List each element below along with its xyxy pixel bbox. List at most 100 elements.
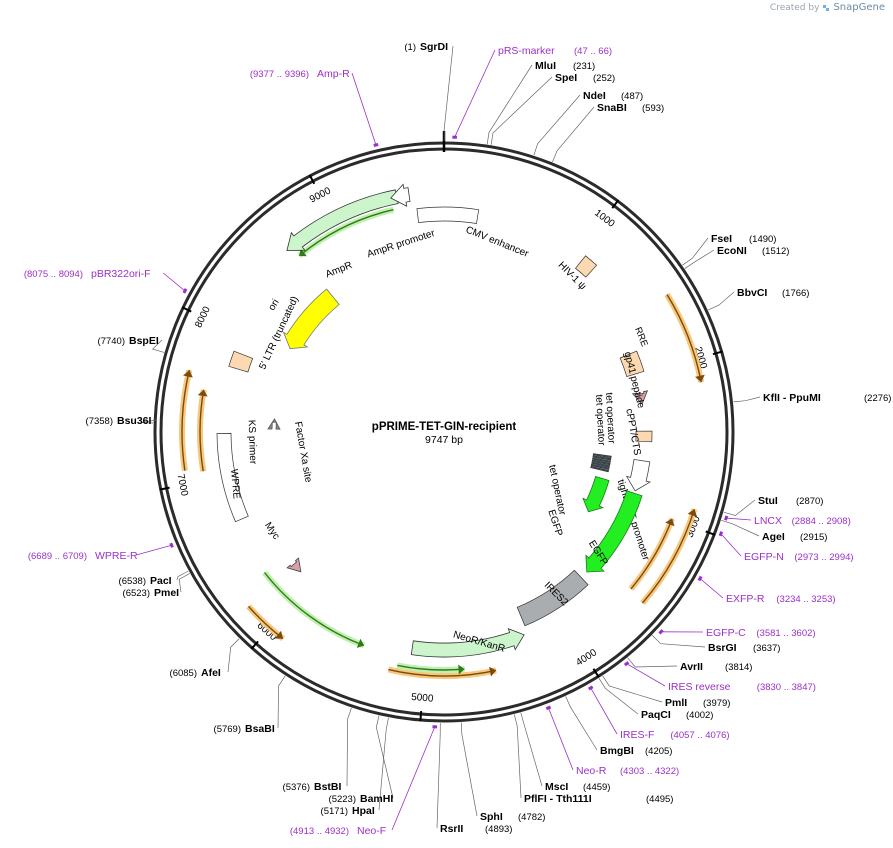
site-position: (7740) bbox=[98, 336, 125, 347]
restriction-sites[interactable]: (1)SgrDI MluI(231)SpeI(252)NdeI(487)SnaBI… bbox=[86, 41, 892, 835]
tick-mark bbox=[181, 306, 192, 313]
factor-xa-site-feature[interactable] bbox=[267, 418, 281, 430]
restriction-site[interactable]: MscI(4459) bbox=[520, 712, 611, 793]
primer-leader-line bbox=[391, 726, 436, 831]
restriction-site[interactable]: FseI(1490) bbox=[682, 233, 777, 266]
ampr-label: AmpR bbox=[324, 260, 354, 281]
ampr-feature[interactable] bbox=[286, 189, 399, 252]
restriction-site[interactable]: (5376)BstBI bbox=[283, 707, 352, 793]
primer[interactable]: pRS-marker (47 .. 66) bbox=[452, 45, 612, 139]
tet-operator-repeat[interactable] bbox=[590, 465, 610, 473]
egfp-outer-feature[interactable] bbox=[585, 490, 643, 573]
site-name: BmgBI bbox=[600, 745, 634, 757]
restriction-site[interactable]: (7358)Bsu36I bbox=[86, 415, 157, 427]
ires2-feature[interactable] bbox=[516, 569, 589, 627]
green-arc-line bbox=[263, 572, 365, 647]
site-name: PmeI bbox=[154, 587, 179, 599]
restriction-site[interactable]: AvrII(3814) bbox=[627, 657, 753, 673]
site-position: (6523) bbox=[123, 588, 150, 599]
tet-operator-repeat[interactable] bbox=[592, 455, 612, 461]
restriction-site[interactable]: BmgBI(4205) bbox=[565, 696, 673, 757]
site-position: (593) bbox=[642, 103, 664, 114]
restriction-site[interactable]: (5171)HpaI bbox=[321, 717, 389, 817]
restriction-site[interactable]: SpeI(252) bbox=[490, 72, 615, 145]
tet-operator-repeat[interactable] bbox=[590, 463, 610, 470]
primer[interactable]: LNCX(2884 .. 2908) bbox=[724, 515, 851, 527]
tick-mark bbox=[592, 668, 600, 678]
site-name: BstBI bbox=[314, 781, 342, 793]
wpre-feature[interactable] bbox=[216, 433, 249, 523]
restriction-site[interactable]: EcoNI(1512) bbox=[684, 245, 790, 269]
restriction-site[interactable]: (6523) PmeI bbox=[123, 573, 190, 599]
restriction-site[interactable]: (5223)BamHI bbox=[329, 715, 394, 805]
primer-range: (3830 .. 3847) bbox=[757, 682, 816, 693]
restriction-site[interactable]: (7740)BspEI bbox=[98, 335, 165, 353]
site-name: EcoNI bbox=[717, 245, 747, 257]
restriction-site[interactable]: PmlI(3979) bbox=[602, 675, 731, 709]
site-leader-line bbox=[651, 635, 706, 648]
plasmid-name: pPRIME-TET-GIN-recipient bbox=[372, 421, 517, 433]
credit-brand: SnapGene bbox=[833, 2, 885, 13]
restriction-site[interactable]: BbvCI(1766) bbox=[708, 287, 809, 311]
tick-mark bbox=[250, 640, 259, 650]
primer[interactable]: IRES reverse(3830 .. 3847) bbox=[623, 661, 816, 693]
primer[interactable]: Neo-R(4303 .. 4322) bbox=[545, 705, 679, 777]
restriction-site[interactable]: (6538)PacI bbox=[119, 570, 189, 587]
primer-name: Neo-F bbox=[357, 825, 386, 837]
restriction-site[interactable]: KflI - PpuMI(2276) bbox=[733, 392, 891, 404]
site-name: Bsu36I bbox=[117, 415, 152, 427]
restriction-site[interactable]: StuI(2870) bbox=[723, 495, 824, 516]
orange-arc-arrowhead bbox=[665, 518, 675, 527]
restriction-site[interactable]: PflFI - Tth111I(4495) bbox=[513, 714, 673, 805]
primers[interactable]: pRS-marker (47 .. 66) LNCX(2884 .. 2908) EG… bbox=[24, 45, 854, 837]
primer[interactable]: (4913 .. 4932)Neo-F bbox=[290, 725, 438, 837]
site-name: SnaBI bbox=[597, 102, 627, 114]
primer[interactable]: EGFP-C(3581 .. 3602) bbox=[658, 627, 816, 639]
site-leader-line bbox=[277, 675, 286, 729]
ampr-promoter-feature[interactable] bbox=[390, 183, 411, 207]
primer-leader-line bbox=[351, 72, 377, 146]
restriction-site[interactable]: (1)SgrDI bbox=[404, 41, 454, 141]
primer-name: pRS-marker bbox=[498, 45, 555, 57]
restriction-site[interactable]: NdeI(487) bbox=[533, 90, 643, 156]
restriction-site[interactable]: (5769)BsaBI bbox=[214, 675, 286, 735]
primer-range: (47 .. 66) bbox=[574, 46, 612, 57]
primer[interactable]: (6689 .. 6709)WPRE-R bbox=[28, 542, 174, 562]
5ltr-truncated-feature[interactable] bbox=[228, 350, 254, 373]
tight-tre-promoter-feature[interactable] bbox=[625, 459, 652, 492]
cppt-cts-feature[interactable] bbox=[635, 430, 653, 443]
site-position: (487) bbox=[621, 91, 643, 102]
tet-operator-repeat[interactable] bbox=[591, 459, 611, 466]
orange-arc-arrowhead bbox=[183, 370, 193, 378]
restriction-site[interactable]: AgeI(2915) bbox=[721, 519, 827, 543]
credit-prefix: Created by bbox=[769, 2, 820, 13]
site-name: KflI - PpuMI bbox=[763, 392, 821, 404]
rre-feature[interactable] bbox=[619, 350, 645, 378]
restriction-site[interactable]: MluI(231) bbox=[486, 60, 595, 145]
gp41-peptide-feature[interactable] bbox=[631, 390, 649, 405]
restriction-site[interactable]: SphI(4782) bbox=[460, 722, 545, 824]
primer[interactable]: EXFP-R(3234 .. 3253) bbox=[697, 575, 836, 605]
restriction-site[interactable]: PaqCI(4002) bbox=[598, 678, 713, 721]
restriction-site[interactable]: SnaBI (593) bbox=[552, 102, 665, 163]
restriction-site[interactable]: RsrII(4893) bbox=[436, 722, 512, 835]
myc-feature[interactable] bbox=[286, 557, 302, 573]
tet-operator-repeat[interactable] bbox=[592, 453, 612, 459]
hiv1-psi-feature[interactable] bbox=[575, 255, 598, 278]
tet-operator-repeat[interactable] bbox=[592, 457, 611, 463]
primer[interactable]: IRES-F(4057 .. 4076) bbox=[587, 685, 730, 741]
tet-operator-label-2: tet operator bbox=[593, 394, 607, 446]
primer-name: WPRE-R bbox=[95, 550, 138, 562]
neor-kanr-feature[interactable] bbox=[410, 628, 525, 658]
tet-operator-repeat[interactable] bbox=[591, 461, 611, 468]
egfp-inner-feature[interactable] bbox=[582, 476, 610, 513]
ori-feature[interactable] bbox=[282, 288, 340, 350]
restriction-site[interactable]: BsrGI(3637) bbox=[651, 635, 780, 654]
primer[interactable]: (8075 .. 8094)pBR322ori-F bbox=[24, 268, 188, 294]
restriction-site[interactable]: (6085)AfeI bbox=[170, 638, 240, 679]
primer[interactable]: EGFP-N(2973 .. 2994) bbox=[718, 531, 854, 563]
site-position: (6538) bbox=[119, 576, 146, 587]
primer[interactable]: (9377 .. 9396)Amp-R bbox=[250, 68, 379, 147]
primer-mark bbox=[587, 685, 594, 691]
cmv-enhancer-feature[interactable] bbox=[416, 206, 480, 224]
